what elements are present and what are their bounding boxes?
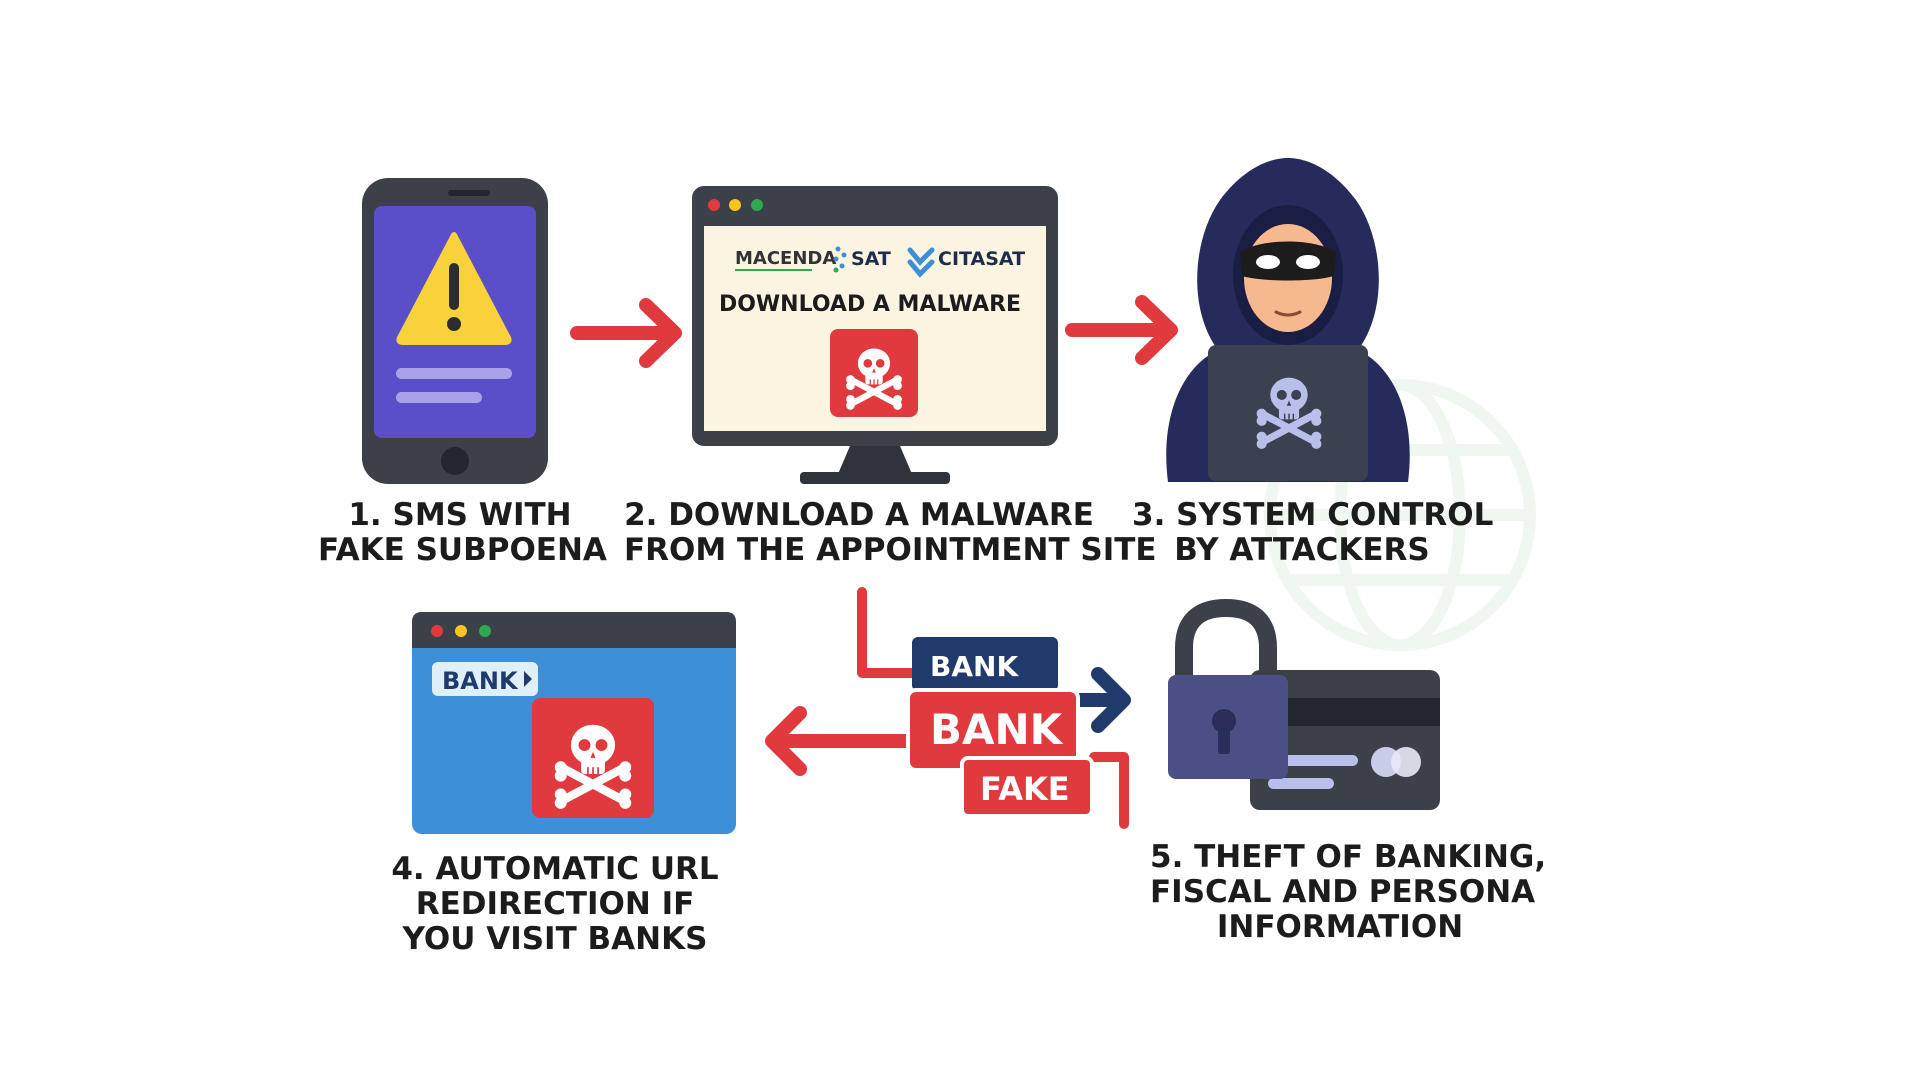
logo-sat: SAT: [851, 248, 891, 270]
arrow-icon: [1065, 295, 1178, 365]
svg-text:FAKE: FAKE: [980, 770, 1070, 808]
fake-label-card: FAKE: [960, 756, 1094, 818]
padlock-icon: [1168, 598, 1288, 779]
monitor-headline: DOWNLOAD A MALWARE: [719, 292, 1021, 317]
citasat-logo-icon: [907, 247, 935, 278]
flow-line: [857, 587, 1129, 829]
fake-bank-card: BANK: [906, 688, 1080, 772]
monitor-icon: MACENDA SAT CITASAT DOWNLOAD A MALWARE: [692, 186, 1058, 484]
step-1-caption: 1. SMS WITH FAKE SUBPOENA: [318, 497, 607, 568]
logo-citasat: CITASAT: [938, 248, 1025, 270]
step-2-caption: 2. DOWNLOAD A MALWARE FROM THE APPOINTME…: [624, 497, 1157, 568]
browser-icon: BANK: [412, 612, 736, 834]
step-3-caption: 3. SYSTEM CONTROL BY ATTACKERS: [1132, 497, 1494, 568]
svg-text:BANK: BANK: [930, 705, 1064, 754]
hacker-icon: [1166, 158, 1410, 482]
skull-icon: [532, 698, 654, 818]
step-5-caption: 5. THEFT OF BANKING, FISCAL AND PERSONA …: [1150, 839, 1547, 945]
step-4-caption: 4. AUTOMATIC URL REDIRECTION IF YOU VISI…: [391, 851, 719, 957]
bank-tag: BANK: [432, 662, 538, 696]
arrow-icon: [570, 298, 682, 368]
logo-macenda: MACENDA: [735, 248, 836, 269]
arrow-icon: [765, 706, 919, 776]
warning-icon: [396, 232, 512, 345]
real-bank-card: BANK: [912, 637, 1058, 691]
skull-icon: [830, 329, 918, 417]
svg-text:BANK: BANK: [930, 650, 1019, 683]
svg-text:BANK: BANK: [442, 667, 519, 695]
phone-icon: [362, 178, 548, 484]
sat-logo-icon: [833, 246, 847, 273]
skull-icon: [1256, 377, 1322, 449]
